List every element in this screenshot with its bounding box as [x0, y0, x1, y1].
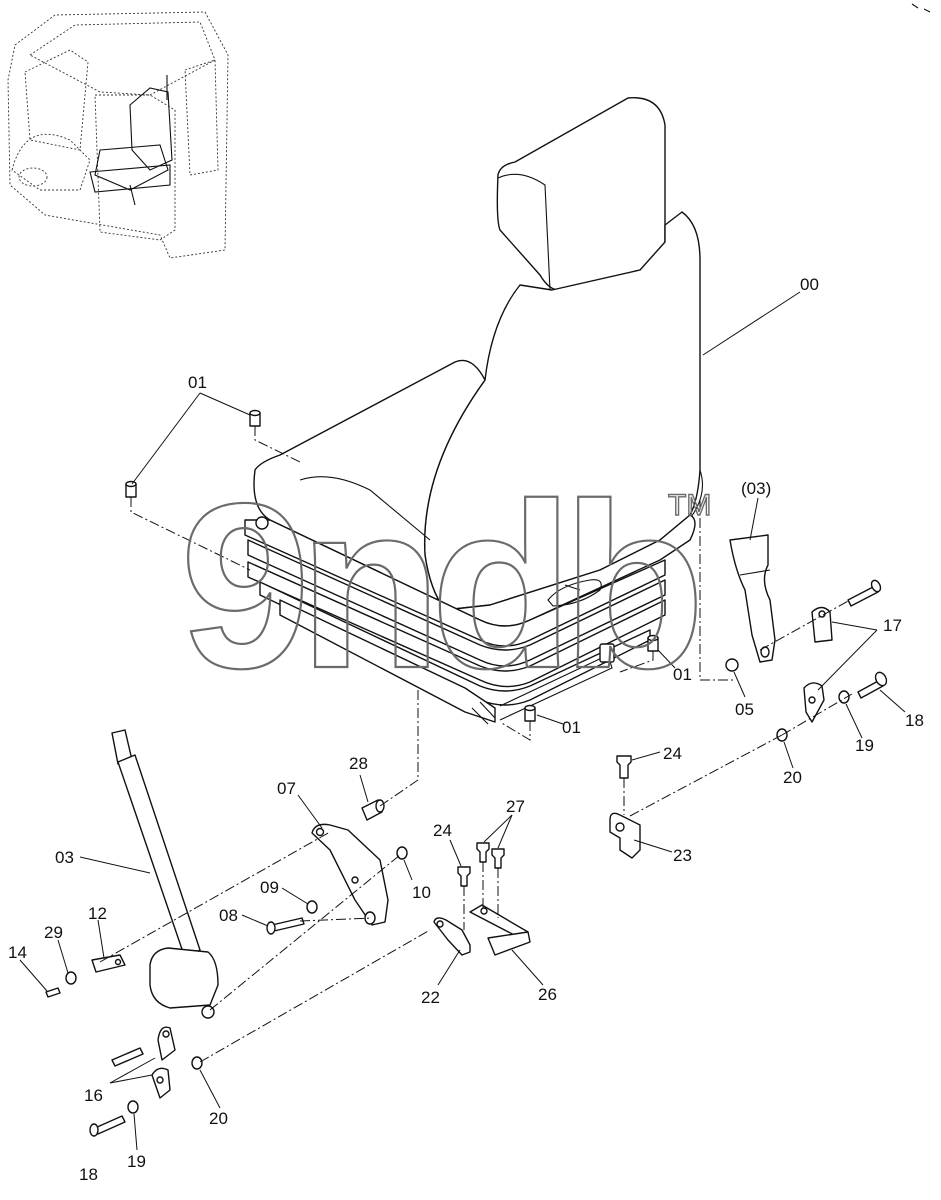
watermark-trademark: TM — [668, 489, 711, 522]
bracket-22 — [433, 917, 471, 956]
callout-labels: 00 01 01 01 03 (03) 05 07 08 09 10 12 14… — [8, 275, 924, 1184]
callout-19-right: 19 — [855, 736, 874, 755]
callout-19-left: 19 — [127, 1152, 146, 1171]
leader-lines — [19, 291, 906, 1151]
callout-08: 08 — [219, 906, 238, 925]
callout-20-right: 20 — [783, 768, 802, 787]
callout-23: 23 — [673, 846, 692, 865]
bracket-16 — [151, 1026, 176, 1099]
bolts-27 — [476, 842, 505, 869]
bolt-01-bottom — [524, 704, 536, 722]
washer-19-left — [127, 1100, 139, 1114]
callout-24-right: 24 — [663, 744, 682, 763]
cab-overview — [7, 11, 229, 259]
watermark-text: 9ndb — [180, 454, 696, 717]
bracket-23 — [609, 812, 641, 859]
watermark: 9ndb TM — [179, 453, 712, 718]
bolt-01-left — [125, 480, 137, 498]
callout-18-left: 18 — [79, 1165, 98, 1184]
spacer-28 — [361, 799, 385, 821]
callout-01-right: 01 — [673, 665, 692, 684]
plate-26 — [469, 904, 531, 956]
callout-14: 14 — [8, 943, 27, 962]
bolt-16-upper — [111, 1047, 144, 1067]
callout-10: 10 — [412, 883, 431, 902]
washer-19-right — [838, 690, 850, 704]
bolt-01-top — [249, 409, 261, 427]
bolt-14 — [45, 987, 61, 998]
washer-20-left — [191, 1056, 203, 1070]
callout-07: 07 — [277, 779, 296, 798]
callout-09: 09 — [260, 878, 279, 897]
callout-05: 05 — [735, 700, 754, 719]
bolt-18-right — [847, 579, 888, 699]
bolt-24-right — [616, 755, 632, 779]
callout-26: 26 — [538, 985, 557, 1004]
callout-22: 22 — [421, 988, 440, 1007]
callout-01-bottom: 01 — [562, 718, 581, 737]
callout-18-right: 18 — [905, 711, 924, 730]
washer-29 — [65, 971, 77, 985]
bolt-01-right — [647, 634, 659, 652]
bolt-18-left — [89, 1115, 126, 1137]
washer-09 — [306, 900, 318, 914]
seat-belt-buckle-right — [729, 534, 776, 663]
callout-20-left: 20 — [209, 1109, 228, 1128]
callout-03: 03 — [55, 848, 74, 867]
callout-17: 17 — [883, 616, 902, 635]
callout-01-top: 01 — [188, 373, 207, 392]
callout-27: 27 — [506, 797, 525, 816]
plate-12 — [91, 954, 126, 973]
assembly-lines — [99, 426, 853, 1063]
nut-05 — [725, 658, 739, 672]
bracket-17 — [803, 606, 833, 723]
callout-03-paren: (03) — [741, 479, 771, 498]
bracket-07 — [311, 823, 389, 926]
seat-assembly — [244, 97, 704, 725]
corner-mark — [911, 3, 931, 13]
callout-29: 29 — [44, 923, 63, 942]
seat-belt-03 — [111, 729, 219, 1019]
washer-10 — [396, 846, 408, 860]
callout-12: 12 — [88, 904, 107, 923]
callout-16: 16 — [84, 1086, 103, 1105]
bolt-24-middle — [457, 866, 471, 887]
callout-00: 00 — [800, 275, 819, 294]
bolt-08 — [266, 917, 305, 935]
callout-24-middle: 24 — [433, 821, 452, 840]
callout-28: 28 — [349, 754, 368, 773]
